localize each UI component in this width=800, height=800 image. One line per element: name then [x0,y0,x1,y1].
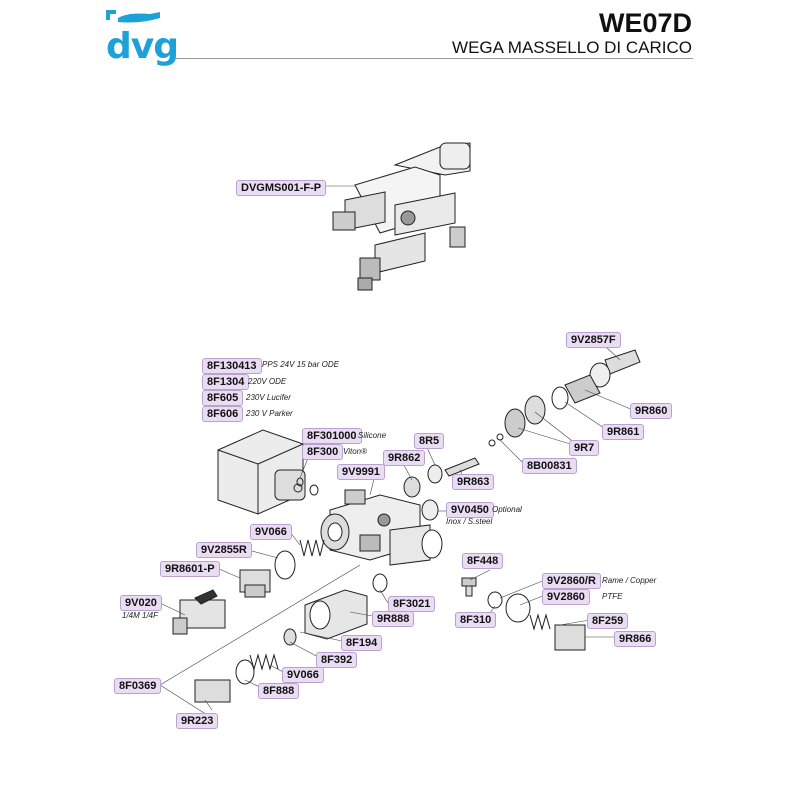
fitting-9r888-drawing [304,589,368,640]
part-label: 9R860 [630,403,673,419]
part-label: 9R863 [452,474,495,490]
spring-9v066-drawing [299,539,325,557]
part-label: 8F606 [202,406,244,422]
part-note: Viton® [343,447,367,456]
part-note: 230 V Parker [246,409,293,418]
dvg-logo-icon [106,10,160,23]
part-label: 9V2855R [196,542,252,558]
part-label: 8R5 [414,433,445,449]
part-label: 9R862 [383,450,426,466]
part-label: 8F448 [462,553,504,569]
part-label: 9V066 [282,667,324,683]
ball-valve-9v020-drawing [172,589,226,635]
washer-8f3021-drawing [372,573,388,593]
part-label: 9R861 [602,424,645,440]
header-rule [175,58,693,59]
part-note: Rame / Copper [602,576,657,585]
part-label: 9V066 [250,524,292,540]
part-note: 1/4M 1/4F [122,611,159,620]
part-note: 220V ODE [248,377,287,386]
screw-8f448-drawing [461,577,477,597]
part-label: 8F194 [341,635,383,651]
valve-body-drawing [320,489,443,566]
part-label: 8F259 [587,613,629,629]
spring-8f259-drawing [529,613,551,631]
model-code: WE07D [598,8,692,38]
fitting-9r8601-drawing [239,569,271,598]
stem-9r863-drawing [444,457,480,477]
page-subtitle: WEGA MASSELLO DI CARICO [452,38,692,57]
top-assembly-drawing [332,142,471,291]
part-label: 8F3021 [388,596,436,612]
logo-text: dvg [106,26,179,67]
part-label: 8F605 [202,390,244,406]
part-label: 9V2860 [542,589,590,605]
part-note-inox: Inox / S.steel [446,517,493,526]
part-label: 8F310 [455,612,497,628]
page-header: dvg WE07D WEGA MASSELLO DI CARICO [0,0,800,70]
part-label: 8F301000 [302,428,362,444]
part-label: 8F300 [302,444,344,460]
part-label: 9V2857F [566,332,621,348]
part-label: 9R223 [176,713,219,729]
fitting-9r223-drawing [194,679,231,703]
part-label: 8F392 [316,652,358,668]
part-label: 9R888 [372,611,415,627]
part-label: 8F130413 [202,358,262,374]
part-label: 8F1304 [202,374,250,390]
part-label: 9V020 [120,595,162,611]
part-note: Silicone [358,431,387,440]
part-note: 230V Lucifer [246,393,291,402]
part-label: 8F0369 [114,678,162,694]
part-note: PTFE [602,592,623,601]
fitting-9r866-drawing [554,624,586,651]
part-label: 9R7 [569,440,600,456]
part-label: 9V0450 [446,502,494,518]
o-ring-drawing [274,550,296,580]
spring-lower-drawing [249,653,279,671]
part-label: 9R866 [614,631,657,647]
part-label: 9R8601-P [160,561,220,577]
part-note: PPS 24V 15 bar ODE [262,360,339,369]
solenoid-coil-drawing [217,429,306,515]
part-label: DVGMS001-F-P [236,180,327,196]
part-label: 9V9991 [337,464,385,480]
part-note: Optional [492,505,522,514]
part-label: 8F888 [258,683,300,699]
part-label: 8B00831 [522,458,577,474]
inlet-9v2857f-drawing [488,349,641,447]
part-label: 9V2860/R [542,573,601,589]
